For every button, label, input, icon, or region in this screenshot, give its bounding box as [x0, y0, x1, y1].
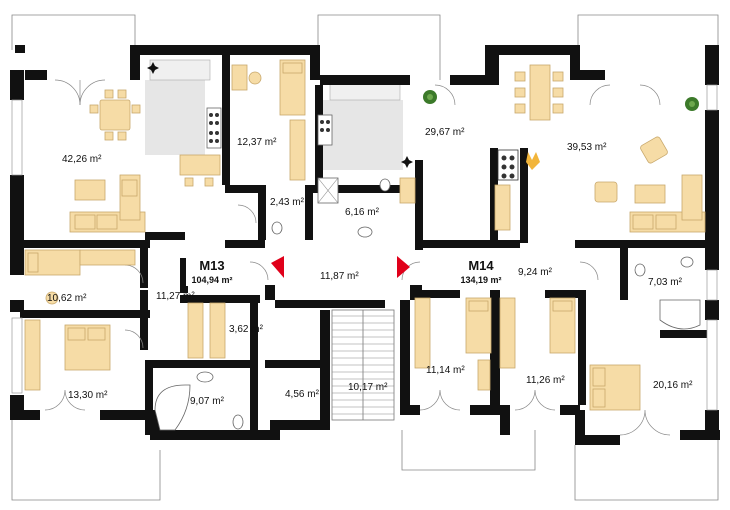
- sofa-icon: [69, 174, 146, 233]
- shelf-icon: [187, 302, 204, 359]
- unit-code: M14: [468, 258, 494, 273]
- coffee-table-icon: [634, 184, 666, 204]
- sink-icon: [196, 371, 214, 383]
- room-area-label: 39,53 m²: [567, 142, 607, 153]
- toilet-icon: [232, 414, 244, 430]
- room-labels: 42,26 m² 12,37 m² 2,43 m² 29,67 m² 6,16 …: [47, 127, 693, 407]
- sofa-icon: [629, 174, 706, 233]
- wardrobe-icon: [289, 119, 306, 181]
- dining-table-icon: [514, 64, 564, 121]
- plant-icon: [423, 90, 437, 104]
- room-area-label: 2,43 m²: [270, 197, 305, 208]
- room-area-label: 10,62 m²: [47, 293, 87, 304]
- unit-code: M13: [199, 258, 224, 273]
- sink-icon: [680, 256, 694, 268]
- wardrobe-icon: [399, 177, 416, 204]
- toilet-icon: [634, 263, 646, 277]
- toilet-icon: [379, 178, 391, 192]
- room-area-label: 12,37 m²: [237, 137, 277, 148]
- room-area-label: 13,30 m²: [68, 390, 108, 401]
- bathtub-icon: [659, 299, 701, 330]
- fireplace-icon: [497, 149, 540, 181]
- room-area-label: 11,87 m²: [320, 271, 359, 282]
- room-area-label: 9,07 m²: [190, 396, 225, 407]
- terrace-outlines: [11, 14, 719, 501]
- bed-icon: [549, 297, 576, 354]
- coffee-table-icon: [74, 179, 106, 201]
- room-area-label: 11,26 m²: [526, 375, 565, 386]
- furniture-m13: [24, 59, 306, 431]
- bed-icon: [24, 249, 81, 276]
- stove-icon: [206, 107, 222, 149]
- doors: [44, 79, 671, 436]
- wardrobe-icon: [79, 249, 136, 266]
- entrance-arrow-icon: [397, 256, 410, 278]
- walls: [10, 45, 720, 445]
- counter-strip-m13: [149, 59, 211, 81]
- staircase: [331, 309, 395, 421]
- tv-stand-icon: [494, 184, 511, 231]
- unit-label-m14: M14 134,19 m²: [453, 257, 509, 286]
- chair-icon: [45, 291, 59, 305]
- entrance-arrow-icon: [271, 256, 284, 278]
- room-area-label: 11,27 m²: [156, 291, 195, 302]
- bed-icon: [279, 59, 306, 116]
- plant-icon: [401, 156, 413, 168]
- room-area-label: 10,17 m²: [348, 382, 388, 393]
- unit-area: 104,94 m²: [191, 275, 232, 285]
- room-area-label: 20,16 m²: [653, 380, 693, 391]
- armchair-icon: [640, 136, 668, 164]
- unit-area: 134,19 m²: [460, 275, 501, 285]
- wardrobe-icon: [24, 319, 41, 391]
- kitchen-counter-m13: [145, 80, 205, 155]
- sink-icon: [357, 226, 373, 238]
- dining-table-icon: [89, 89, 141, 141]
- room-area-label: 11,14 m²: [426, 365, 465, 376]
- unit-label-m13: M13 104,94 m²: [186, 257, 240, 286]
- desk-icon: [477, 359, 491, 391]
- bed-icon: [465, 297, 492, 354]
- room-area-label: 9,24 m²: [518, 267, 553, 278]
- chair-icon: [248, 71, 262, 85]
- stove-icon: [317, 114, 333, 146]
- windows: [11, 84, 718, 411]
- toilet-icon: [271, 221, 283, 235]
- plant-icon: [147, 62, 159, 74]
- shower-icon: [317, 177, 339, 204]
- armchair-icon: [594, 181, 618, 203]
- desk-icon: [231, 64, 248, 91]
- room-area-label: 7,03 m²: [648, 277, 683, 288]
- room-area-label: 6,16 m²: [345, 207, 380, 218]
- furniture-m14: [317, 64, 706, 411]
- wardrobe-icon: [499, 297, 516, 369]
- plant-icon: [685, 97, 699, 111]
- room-area-label: 29,67 m²: [425, 127, 465, 138]
- wardrobe-icon: [414, 297, 431, 369]
- shelf-icon: [209, 302, 226, 359]
- room-area-label: 4,56 m²: [285, 389, 320, 400]
- room-area-label: 3,62 m²: [229, 324, 264, 335]
- bed-icon: [589, 364, 641, 411]
- bathtub-icon: [154, 384, 191, 431]
- bed-icon: [64, 324, 111, 371]
- bar-stools-icon: [179, 154, 221, 187]
- room-area-label: 42,26 m²: [62, 154, 102, 165]
